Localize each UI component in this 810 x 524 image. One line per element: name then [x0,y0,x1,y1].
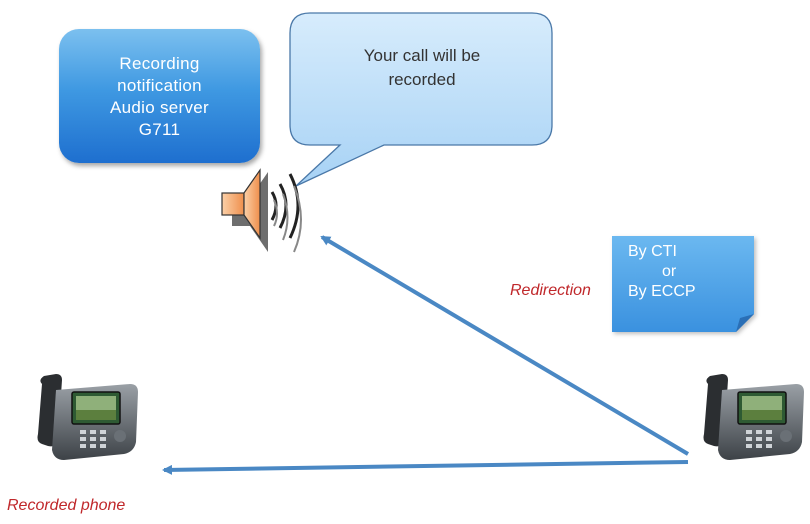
speaker-icon [221,168,302,253]
redirection-label: Redirection [510,282,591,299]
note-line-1: By CTI [628,243,677,260]
server-box-line-4: G711 [138,120,181,139]
method-note-text: By CTI or By ECCP [612,242,758,302]
note-line-2: or [662,263,677,280]
server-box-line-3: Audio server [109,98,210,117]
audio-server-box: Recording notification Audio server G711 [59,29,260,163]
bubble-line-2: recorded [388,70,456,89]
call-arrow [162,460,689,475]
note-line-3: By ECCP [628,283,696,300]
recorded-phone-label: Recorded phone [7,497,126,514]
server-box-line-2: notification [117,76,202,95]
speech-bubble-text: Your call will be recorded [292,44,552,92]
server-box-line-1: Recording [119,54,200,73]
redirecting-phone-icon [703,374,804,460]
bubble-line-1: Your call will be [363,46,481,65]
redirection-arrow [320,235,690,456]
recorded-phone-icon [37,374,138,460]
